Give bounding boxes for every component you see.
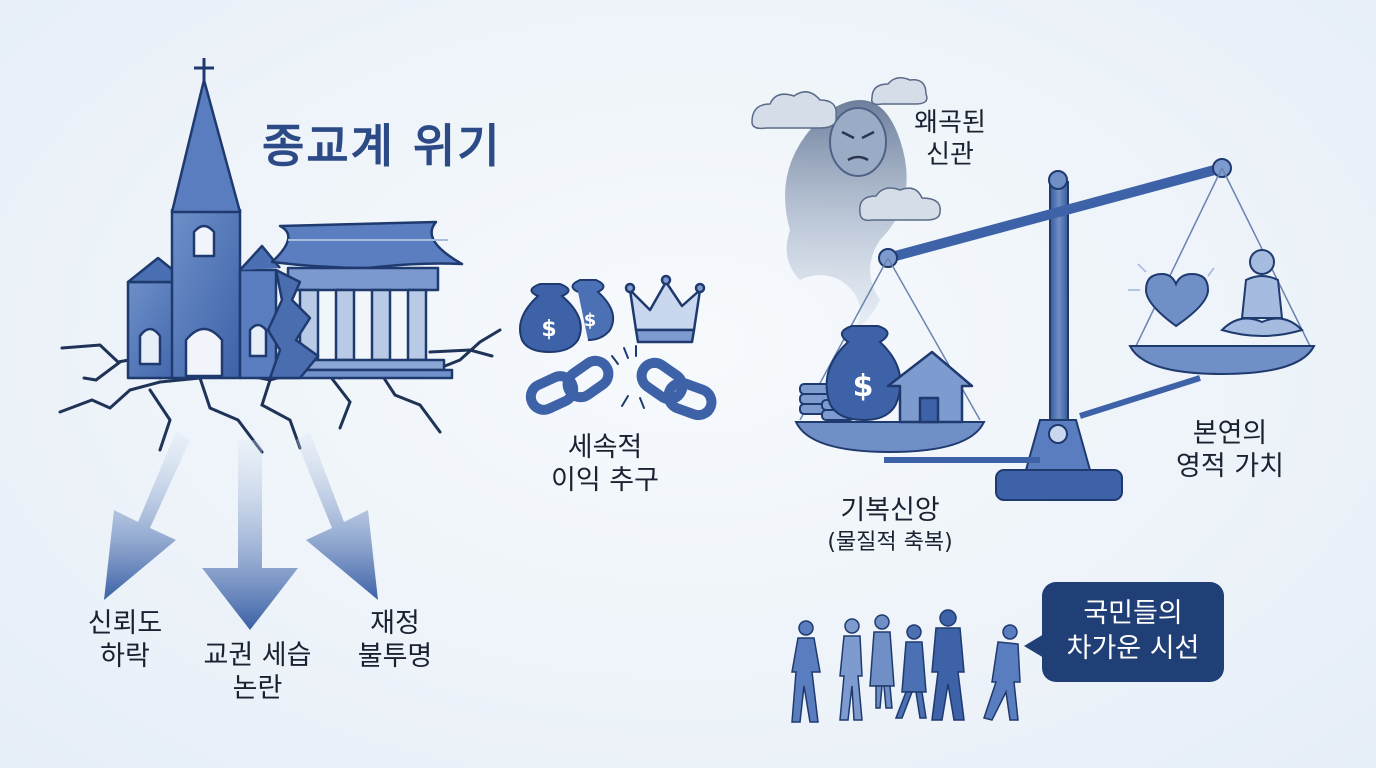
bubble-line: 국민들의 bbox=[1083, 598, 1183, 629]
page-title: 종교계 위기 bbox=[262, 119, 502, 173]
label-title: 기복신앙 bbox=[840, 495, 940, 526]
church-icon bbox=[126, 58, 281, 380]
label-prosperity-faith: 기복신앙 (물질적 축복) bbox=[805, 495, 975, 557]
broken-chain-icon bbox=[525, 345, 717, 421]
label-line: 신관 bbox=[926, 139, 974, 170]
label-trust-decline: 신뢰도 하락 bbox=[70, 608, 180, 674]
speech-bubble-public-gaze: 국민들의 차가운 시선 bbox=[1024, 582, 1224, 682]
label-line: 하락 bbox=[100, 640, 150, 672]
label-line: 본연의 bbox=[1192, 418, 1268, 449]
label-line: 불투명 bbox=[357, 640, 433, 672]
label-subtitle: (물질적 축복) bbox=[827, 529, 953, 555]
svg-text:$: $ bbox=[584, 310, 597, 331]
people-walking-icon bbox=[791, 609, 1021, 723]
money-bag-icon: $ bbox=[825, 325, 902, 422]
arrow-down-right-icon bbox=[296, 432, 378, 600]
arrow-down-icon bbox=[202, 440, 298, 630]
label-line: 재정 bbox=[370, 608, 420, 639]
label-spiritual-value: 본연의 영적 가치 bbox=[1155, 418, 1305, 484]
label-financial-opacity: 재정 불투명 bbox=[340, 608, 450, 674]
label-line: 영적 가치 bbox=[1176, 450, 1284, 482]
svg-text:$: $ bbox=[853, 369, 874, 404]
decline-arrows bbox=[104, 432, 378, 630]
angry-deity-icon bbox=[751, 77, 941, 330]
meditation-icon bbox=[1220, 249, 1304, 337]
label-line: 신뢰도 bbox=[87, 608, 163, 639]
balance-scale-icon bbox=[794, 158, 1316, 501]
label-distorted-faith: 왜곡된 신관 bbox=[905, 108, 995, 171]
label-hereditary-succession: 교권 세습 논란 bbox=[190, 640, 325, 706]
heart-icon bbox=[1128, 263, 1215, 328]
svg-text:$: $ bbox=[541, 317, 556, 342]
label-line: 세속적 bbox=[567, 432, 643, 463]
temple-icon bbox=[266, 220, 464, 380]
house-icon bbox=[886, 350, 974, 424]
money-bag-icon: $ $ bbox=[519, 279, 614, 354]
arrow-down-left-icon bbox=[104, 432, 190, 600]
bubble-line: 차가운 시선 bbox=[1066, 633, 1200, 665]
label-line: 교권 세습 bbox=[203, 640, 312, 671]
label-line: 논란 bbox=[232, 672, 283, 704]
label-line: 왜곡된 bbox=[914, 108, 986, 138]
label-line: 이익 추구 bbox=[551, 464, 659, 496]
crown-icon bbox=[624, 274, 706, 344]
label-secular-profit: 세속적 이익 추구 bbox=[535, 432, 675, 498]
